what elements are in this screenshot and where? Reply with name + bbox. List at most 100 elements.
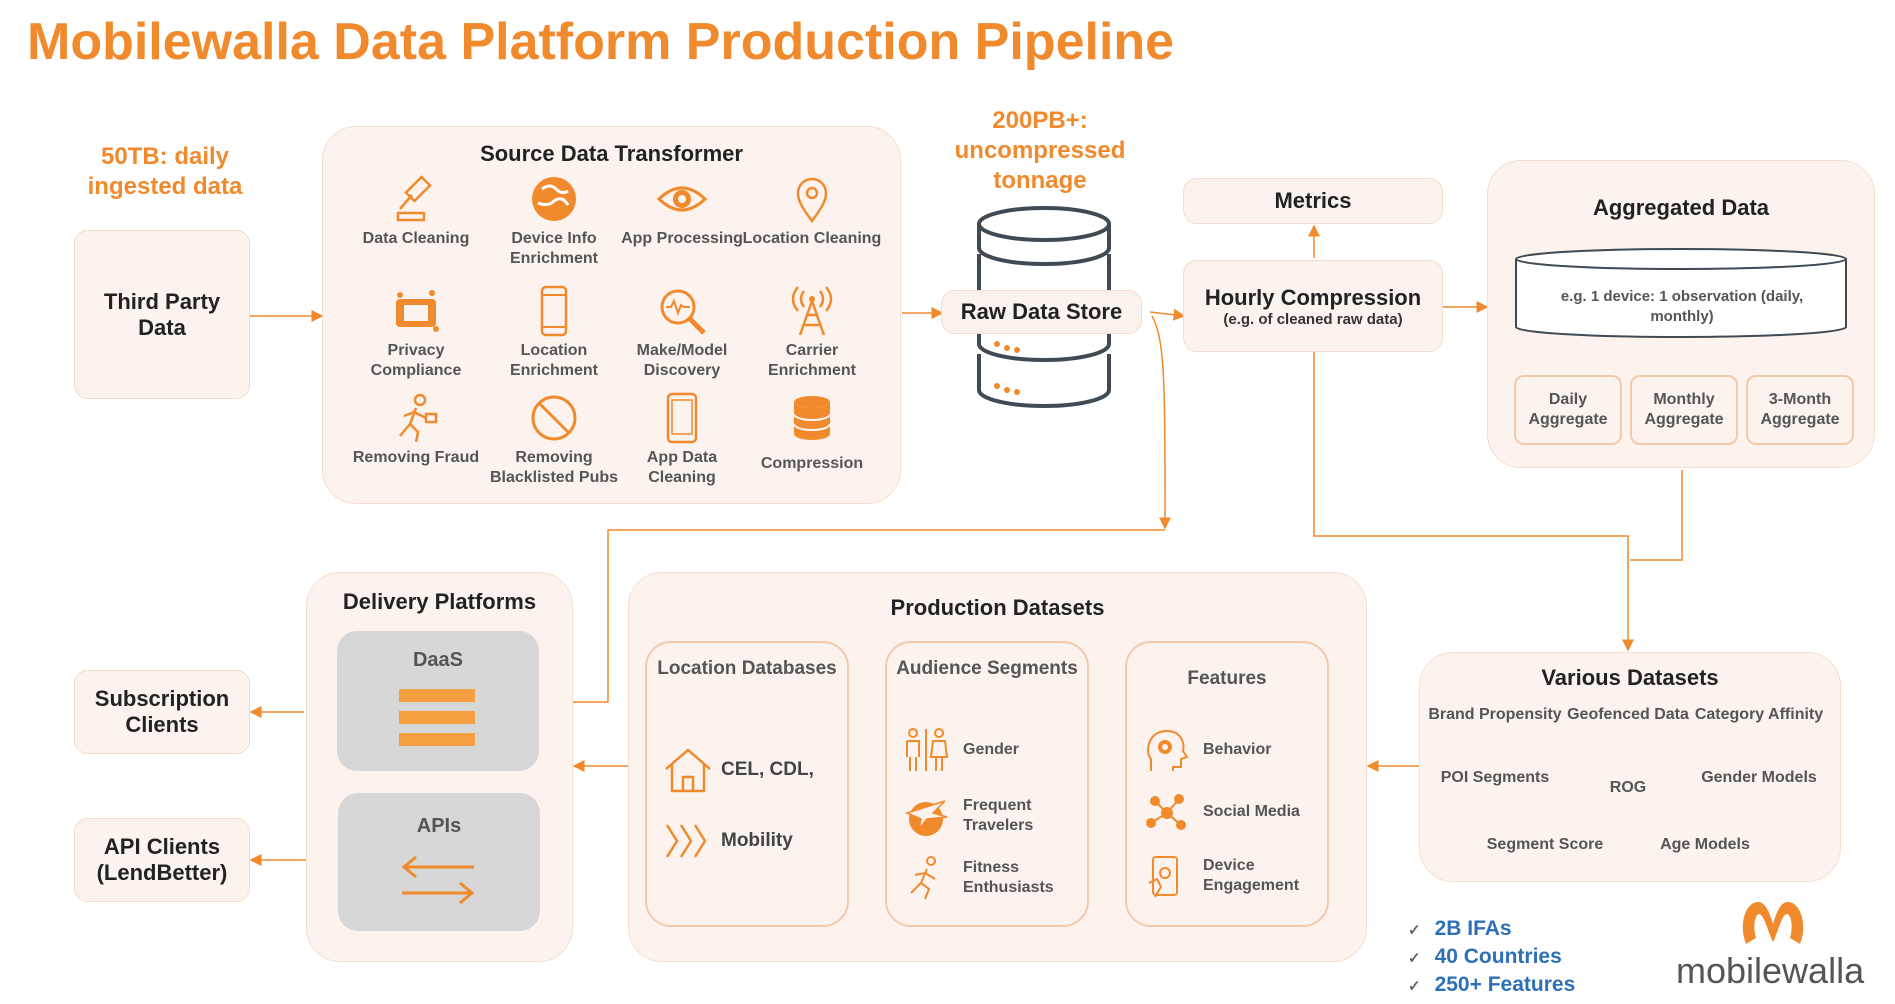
metrics-box: Metrics bbox=[1183, 178, 1443, 224]
audience-item-gender: Gender bbox=[903, 727, 1081, 773]
various-datasets-panel: Various Datasets Brand Propensity Geofen… bbox=[1419, 652, 1841, 882]
daily-aggregate: Daily Aggregate bbox=[1514, 375, 1622, 445]
api-clients-label: API Clients (LendBetter) bbox=[96, 834, 228, 885]
gender-icon bbox=[906, 728, 949, 771]
feature-item-behavior: Behavior bbox=[1143, 727, 1321, 773]
chevrons-right-icon bbox=[665, 824, 707, 858]
page-title: Mobilewalla Data Platform Production Pip… bbox=[27, 13, 1175, 71]
location-databases-panel: Location Databases CEL, CDL, Mobility bbox=[645, 641, 849, 927]
audience-item-fitness: Fitness Enthusiasts bbox=[903, 855, 1081, 901]
features-title: Features bbox=[1187, 668, 1267, 689]
transform-location-cleaning: Location Cleaning bbox=[742, 173, 882, 249]
location-pin-icon bbox=[796, 177, 828, 224]
privacy-shield-icon bbox=[396, 290, 439, 332]
audience-item-travelers: Frequent Travelers bbox=[903, 793, 1081, 839]
dataset-gender-models: Gender Models bbox=[1701, 769, 1817, 786]
audience-segments-panel: Audience Segments Gender Frequent Travel… bbox=[885, 641, 1089, 927]
stat-countries: ✓40 Countries bbox=[1408, 945, 1562, 968]
stats-list: ✓2B IFAs ✓40 Countries ✓250+ Features bbox=[1408, 916, 1575, 1000]
aggregate-cylinder-icon bbox=[1515, 248, 1847, 338]
hourly-compression-box: Hourly Compression (e.g. of cleaned raw … bbox=[1183, 260, 1443, 352]
audience-segments-title: Audience Segments bbox=[896, 658, 1078, 679]
stat-ifas: ✓2B IFAs bbox=[1408, 917, 1512, 940]
third-party-data-box: Third Party Data bbox=[74, 230, 250, 399]
delivery-title: Delivery Platforms bbox=[342, 589, 537, 614]
aggregate-example: e.g. 1 device: 1 observation (daily, mon… bbox=[1560, 288, 1804, 325]
check-icon: ✓ bbox=[1408, 950, 1421, 967]
logo-wordmark: mobilewalla bbox=[1676, 950, 1865, 991]
house-icon bbox=[665, 748, 711, 793]
raw-data-store-label: Raw Data Store bbox=[960, 299, 1123, 324]
dataset-brand-propensity: Brand Propensity bbox=[1428, 706, 1562, 723]
metrics-label: Metrics bbox=[1274, 188, 1352, 213]
device-engagement-icon bbox=[1148, 856, 1178, 898]
head-gears-icon bbox=[1147, 729, 1189, 771]
dataset-category-affinity: Category Affinity bbox=[1694, 706, 1824, 723]
transform-device-info: Device Info Enrichment bbox=[484, 173, 624, 269]
production-title: Production Datasets bbox=[890, 595, 1105, 620]
aggregated-data-panel: Aggregated Data e.g. 1 device: 1 observa… bbox=[1487, 160, 1875, 468]
third-party-label: Third Party Data bbox=[103, 288, 221, 340]
tonnage-note: 200PB+: uncompressed tonnage bbox=[954, 107, 1126, 194]
feature-item-social: Social Media bbox=[1143, 789, 1321, 835]
transform-app-processing: App Processing bbox=[612, 173, 752, 249]
hourly-title: Hourly Compression bbox=[1204, 284, 1422, 310]
subscription-clients-box: Subscription Clients bbox=[74, 670, 250, 754]
subscription-clients-label: Subscription Clients bbox=[94, 686, 230, 737]
production-datasets-panel: Production Datasets Location Databases C… bbox=[628, 572, 1367, 962]
feature-item-device: Device Engagement bbox=[1143, 853, 1321, 899]
transform-make-model: Make/Model Discovery bbox=[612, 285, 752, 381]
daas-card: DaaS bbox=[337, 631, 539, 771]
eye-icon bbox=[656, 186, 708, 212]
travel-plane-icon bbox=[904, 800, 948, 836]
globe-icon bbox=[532, 177, 576, 221]
phone-icon bbox=[540, 285, 568, 337]
blocked-icon bbox=[531, 395, 577, 441]
raw-data-store-box: Raw Data Store bbox=[941, 290, 1142, 334]
dataset-age-models: Age Models bbox=[1660, 836, 1750, 853]
dataset-poi-segments: POI Segments bbox=[1440, 769, 1550, 786]
source-data-transformer-panel: Source Data Transformer Data Cleaning De… bbox=[322, 126, 901, 504]
transform-privacy: Privacy Compliance bbox=[346, 285, 486, 381]
tablet-icon bbox=[666, 392, 698, 444]
location-databases-title: Location Databases bbox=[657, 658, 837, 679]
transform-compression: Compression bbox=[742, 392, 882, 474]
social-network-icon bbox=[1146, 794, 1186, 830]
api-clients-box: API Clients (LendBetter) bbox=[74, 818, 250, 902]
runner-icon bbox=[910, 856, 936, 900]
transform-blacklisted: Removing Blacklisted Pubs bbox=[484, 392, 624, 488]
database-icon bbox=[793, 396, 831, 440]
apis-label: APIs bbox=[416, 815, 462, 837]
dataset-rog: ROG bbox=[1609, 779, 1647, 796]
three-month-aggregate: 3-Month Aggregate bbox=[1746, 375, 1854, 445]
aggregated-title: Aggregated Data bbox=[1592, 195, 1770, 220]
apis-card: APIs bbox=[338, 793, 540, 931]
various-title: Various Datasets bbox=[1541, 665, 1719, 690]
monthly-aggregate: Monthly Aggregate bbox=[1630, 375, 1738, 445]
mobilewalla-logo-mark bbox=[1742, 902, 1804, 944]
magnifier-icon bbox=[660, 289, 706, 335]
location-item-mobility: Mobility bbox=[663, 821, 841, 861]
transform-location-enrichment: Location Enrichment bbox=[484, 285, 624, 381]
check-icon: ✓ bbox=[1408, 978, 1421, 995]
delivery-platforms-panel: Delivery Platforms DaaS APIs bbox=[306, 572, 573, 962]
exchange-arrows-icon bbox=[401, 855, 475, 905]
dataset-geofenced: Geofenced Data bbox=[1567, 706, 1689, 723]
dataset-segment-score: Segment Score bbox=[1486, 836, 1604, 853]
location-item-cel: CEL, CDL, bbox=[663, 747, 841, 793]
check-icon: ✓ bbox=[1408, 922, 1421, 939]
transform-data-cleaning: Data Cleaning bbox=[346, 173, 486, 249]
stat-features: ✓250+ Features bbox=[1408, 973, 1576, 996]
hourly-subtitle: (e.g. of cleaned raw data) bbox=[1223, 310, 1403, 328]
antenna-icon bbox=[791, 286, 833, 336]
ingest-note: 50TB: daily ingested data bbox=[87, 143, 243, 200]
transform-fraud: Removing Fraud bbox=[346, 392, 486, 468]
transformer-title: Source Data Transformer bbox=[480, 141, 743, 166]
features-panel: Features Behavior Social Media bbox=[1125, 641, 1329, 927]
menu-bars-icon bbox=[399, 689, 475, 746]
fraud-runner-icon bbox=[399, 393, 438, 443]
gavel-icon bbox=[396, 175, 432, 222]
daas-label: DaaS bbox=[412, 649, 464, 671]
transform-app-data-cleaning: App Data Cleaning bbox=[612, 392, 752, 488]
